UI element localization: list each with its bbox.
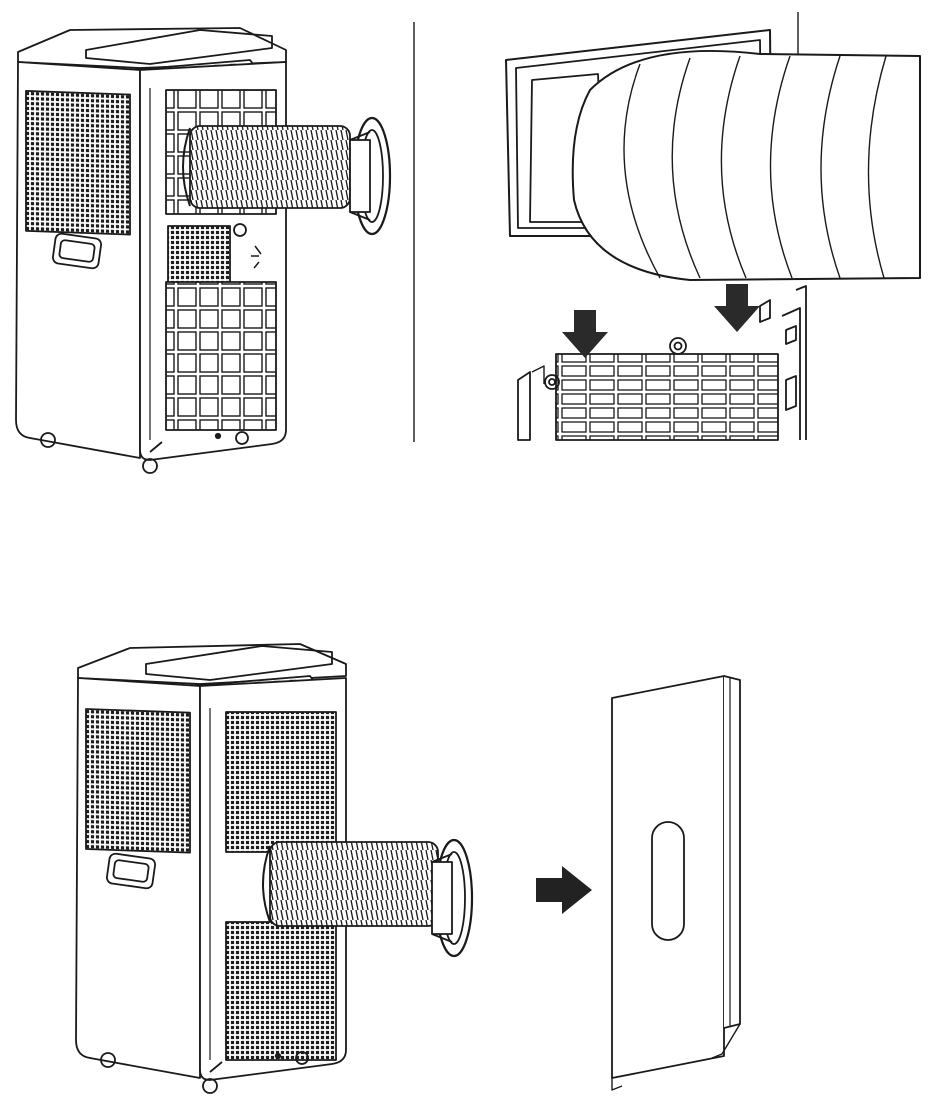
panel-unit-with-hose-and-adapter <box>75 643 474 1094</box>
unit-top-panel <box>145 645 333 681</box>
lower-back-grille-icon <box>225 921 337 1061</box>
small-vent-icon <box>167 225 231 289</box>
arrow-right-icon <box>536 866 592 914</box>
side-grille-icon <box>25 90 131 236</box>
arrow-down-icon <box>714 284 760 332</box>
large-exhaust-hose-icon <box>571 49 921 281</box>
exhaust-hose-icon <box>269 841 439 927</box>
caster-wheels-icon <box>100 1051 309 1094</box>
side-grille-icon <box>85 708 191 854</box>
panel-unit-with-hose <box>15 27 392 474</box>
panel-hose-connection-detail <box>505 12 921 441</box>
arrow-down-icon <box>562 310 608 358</box>
window-slide-panel-icon <box>611 675 725 1079</box>
side-handle-icon <box>52 232 102 270</box>
drain-outlet-icon <box>233 223 247 237</box>
caster-wheels-icon <box>40 431 249 474</box>
screw-icon <box>544 374 560 390</box>
unit-top-panel <box>85 29 273 65</box>
back-grille-detail-icon <box>555 353 779 441</box>
lower-back-grille-icon <box>165 281 277 431</box>
exhaust-hose-icon <box>189 125 351 209</box>
upper-back-grille-icon <box>225 711 337 853</box>
panel-window-slide <box>611 675 741 1091</box>
oval-opening-icon <box>651 821 685 941</box>
side-handle-icon <box>106 852 156 890</box>
